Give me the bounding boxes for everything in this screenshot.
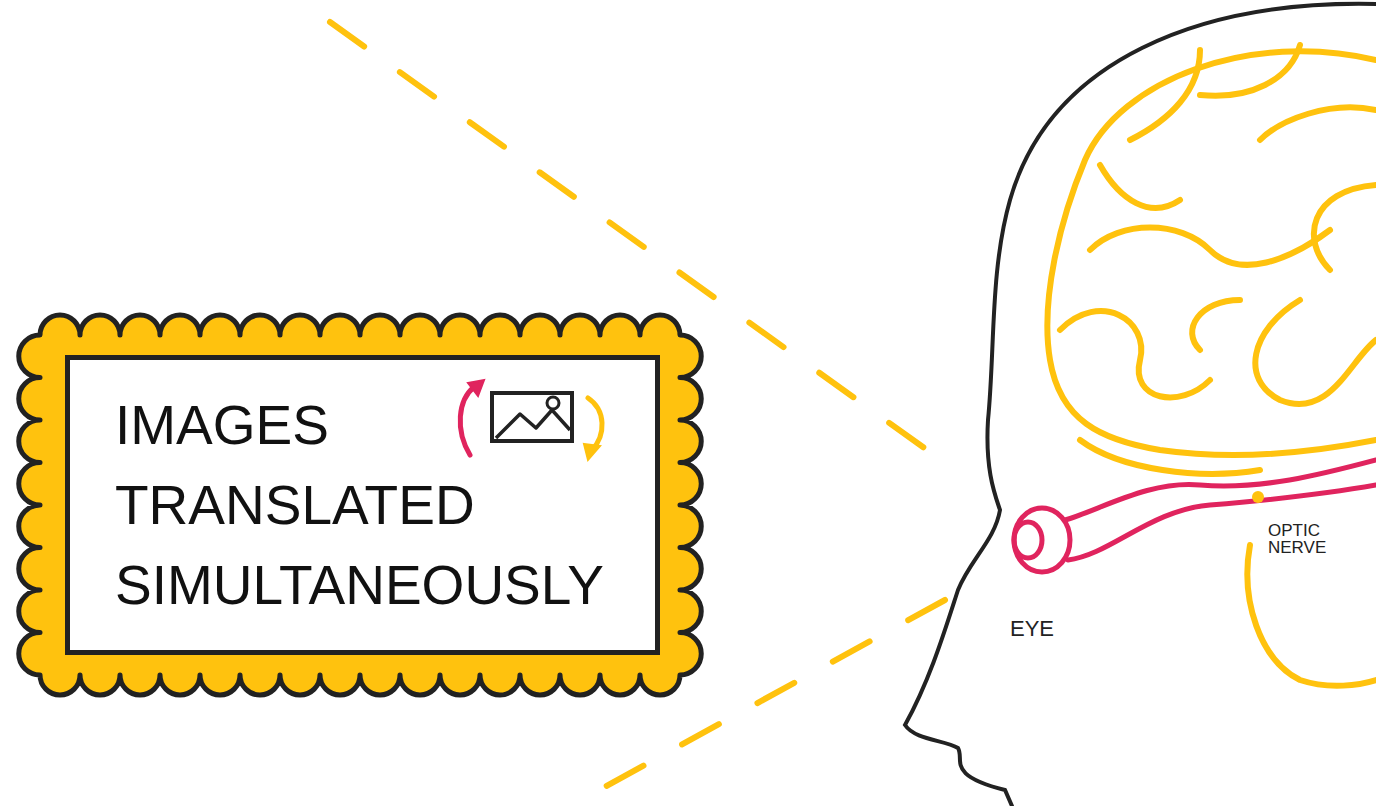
brain-gyrus (1314, 185, 1376, 270)
optic-nerve (1068, 485, 1376, 560)
brain-gyrus (1060, 311, 1210, 397)
framed-caption-box: IMAGES TRANSLATED SIMULTANEOUSLY (65, 355, 660, 655)
brain-outline (1047, 51, 1376, 455)
brain-gyrus (1080, 440, 1260, 474)
brain-gyrus (1200, 45, 1300, 96)
head-outline (905, 4, 1376, 806)
optic-nerve (1065, 460, 1376, 520)
image-icon-mountain (496, 410, 570, 438)
brain-gyrus (1192, 300, 1240, 350)
brain-drawing (1047, 45, 1376, 686)
brain-gyrus (1130, 50, 1200, 140)
part-label: OPTIC NERVE (1268, 522, 1348, 556)
arrow-head (584, 444, 600, 460)
nerve-joint (1252, 491, 1264, 503)
eyeball (1014, 508, 1070, 572)
rotate-arrow (588, 398, 602, 450)
brain-gyrus (1090, 228, 1330, 265)
rotate-arrow (460, 387, 474, 455)
part-label: EYE (1010, 618, 1100, 640)
wavy-frame (19, 315, 702, 695)
image-icon (492, 393, 572, 441)
brain-gyrus (1100, 165, 1180, 208)
pupil (1014, 522, 1042, 558)
brain-gyrus (1255, 300, 1376, 404)
brain-gyrus (1260, 107, 1376, 140)
arrow-head (468, 380, 484, 396)
box-text: IMAGES TRANSLATED SIMULTANEOUSLY (115, 385, 635, 625)
temporal-lobe (1247, 545, 1376, 686)
image-icon-sun (547, 397, 559, 409)
eye-drawing (1014, 460, 1376, 572)
